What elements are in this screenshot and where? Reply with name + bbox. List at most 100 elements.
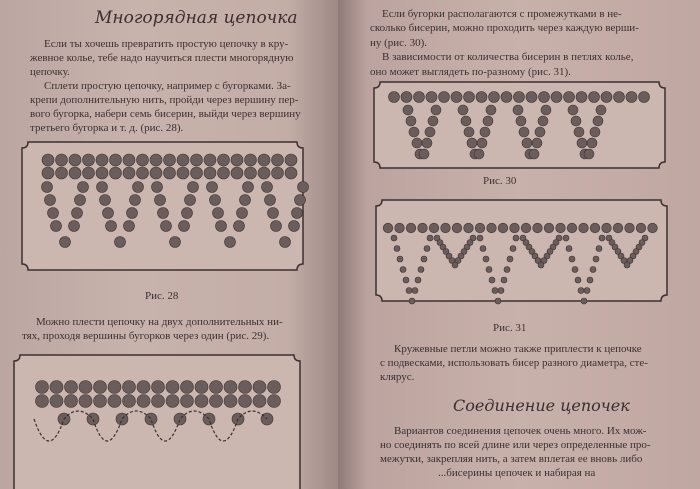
bead: [35, 380, 49, 394]
bead: [59, 236, 71, 248]
bead: [257, 153, 271, 167]
bead: [538, 91, 550, 103]
text-line: Можно плести цепочку на двух дополнитель…: [36, 316, 283, 328]
bead: [617, 252, 625, 260]
bead: [479, 245, 487, 252]
bead: [635, 222, 647, 234]
bead: [475, 91, 488, 103]
bead: [592, 115, 604, 127]
bead: [583, 148, 595, 160]
bead: [525, 91, 538, 103]
bead: [180, 380, 194, 394]
bead: [550, 91, 563, 103]
bead: [50, 220, 62, 232]
bead: [611, 243, 619, 251]
bead: [413, 91, 425, 103]
bead: [540, 257, 548, 264]
text-line: Если бугорки располагаются с промежуткам…: [382, 8, 622, 20]
bead: [601, 222, 612, 234]
figure-30-caption: Рис. 30: [483, 175, 517, 187]
bead: [267, 394, 281, 408]
bead: [460, 115, 472, 127]
bead: [428, 222, 440, 234]
bead: [494, 297, 502, 305]
bead: [74, 194, 86, 206]
bead: [463, 243, 471, 251]
figure-frame: [13, 354, 301, 489]
bead: [463, 222, 474, 234]
bead: [589, 222, 601, 234]
bead: [184, 194, 196, 206]
figure-30: [373, 81, 666, 169]
bead: [488, 276, 496, 284]
bead: [576, 137, 588, 149]
bead: [442, 248, 450, 255]
bead: [77, 181, 89, 193]
bead: [485, 266, 493, 273]
bead: [157, 207, 169, 219]
bead: [123, 220, 135, 232]
bead: [635, 243, 643, 251]
figure-28-caption: Рис. 28: [145, 290, 179, 302]
bead: [400, 91, 413, 103]
bead: [571, 266, 579, 273]
bead: [479, 126, 491, 138]
bead: [537, 261, 545, 269]
bead: [438, 91, 450, 103]
bead: [64, 380, 78, 394]
bead: [95, 166, 109, 180]
text-line: третьего бугорка и т. д. (рис. 28).: [30, 122, 184, 134]
bead: [583, 287, 591, 294]
bead: [457, 252, 465, 260]
bead: [288, 220, 300, 232]
bead: [47, 207, 59, 219]
bead: [638, 239, 646, 246]
bead: [136, 394, 151, 408]
bead: [151, 181, 163, 193]
bead: [568, 255, 576, 263]
bead: [418, 148, 430, 160]
bead: [537, 115, 549, 127]
bead: [555, 222, 566, 234]
text-line: ...бисерины цепочек и набирая на: [438, 467, 596, 479]
figure-31-caption: Рис. 31: [493, 322, 527, 334]
bead: [41, 166, 55, 180]
left-page: Многорядная цепочка Если ты хочешь превр…: [0, 0, 338, 489]
bead: [408, 297, 416, 305]
bead: [294, 194, 306, 206]
bead: [242, 181, 254, 193]
bead: [476, 137, 488, 149]
text-line: ну (рис. 30).: [370, 37, 427, 49]
bead: [612, 222, 624, 234]
bead: [522, 239, 530, 246]
bead: [623, 261, 631, 269]
bead: [466, 239, 474, 246]
bead: [71, 207, 83, 219]
bead: [405, 115, 417, 127]
bead: [270, 220, 282, 232]
bead: [190, 153, 203, 167]
bead: [393, 245, 401, 252]
bead: [546, 248, 554, 255]
bead: [586, 137, 598, 149]
bead: [589, 266, 597, 273]
text-line: межутки, закрепляя нить, а затем вплетая…: [380, 453, 643, 465]
bead: [426, 234, 434, 242]
bead: [49, 380, 64, 394]
bead: [605, 234, 613, 242]
bead: [417, 266, 425, 273]
bead: [64, 394, 78, 408]
bead: [408, 126, 420, 138]
bead: [107, 380, 122, 394]
bead: [233, 220, 245, 232]
bead: [613, 91, 625, 103]
bead: [445, 252, 453, 260]
bead: [486, 222, 497, 234]
bead: [577, 287, 585, 294]
bead: [252, 380, 267, 394]
bead: [411, 137, 423, 149]
bead: [297, 181, 309, 193]
bead: [93, 394, 107, 408]
bead: [136, 166, 149, 180]
bead: [411, 287, 419, 294]
